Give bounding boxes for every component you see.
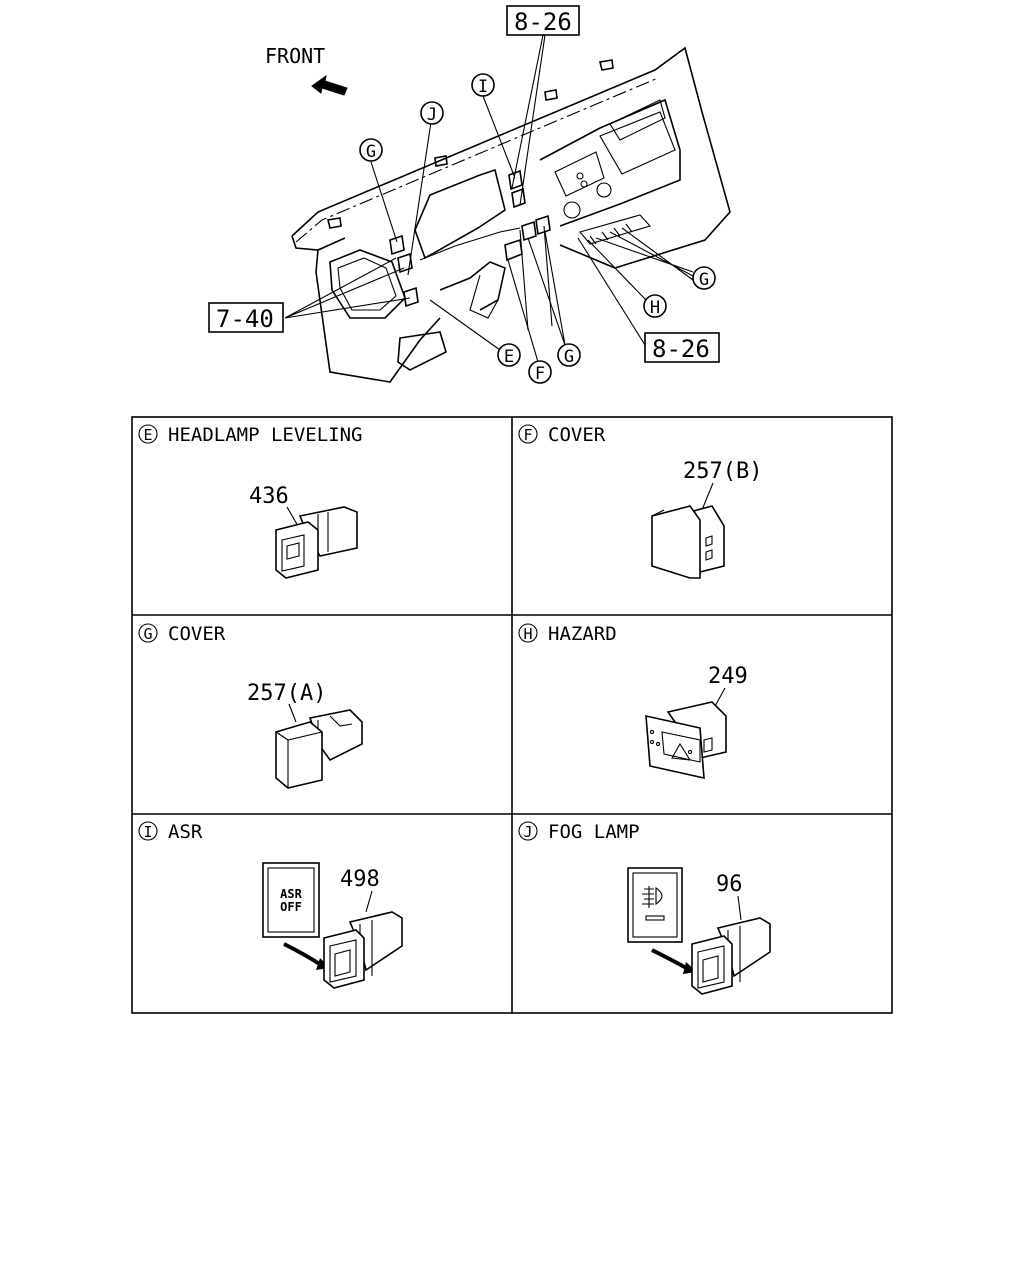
panel-title: HAZARD <box>548 623 617 645</box>
asr-switch-text-line1: ASR <box>280 887 302 901</box>
svg-text:G: G <box>699 270 709 290</box>
ref-label-left: 7-40 <box>216 305 274 333</box>
panel-title: HEADLAMP LEVELING <box>168 424 362 446</box>
callout-i[interactable]: I <box>471 73 495 97</box>
svg-text:E: E <box>143 426 152 444</box>
panel-title: FOG LAMP <box>548 821 640 843</box>
callout-g-right[interactable]: G <box>692 266 716 290</box>
callout-g-top[interactable]: G <box>359 138 383 162</box>
parts-table <box>131 416 893 1014</box>
panel-title: ASR <box>168 821 203 843</box>
ref-box-top[interactable]: 8-26 <box>506 5 580 36</box>
ref-label-top: 8-26 <box>514 8 572 36</box>
front-label: FRONT <box>265 44 325 68</box>
svg-text:F: F <box>523 426 532 444</box>
part-number: 249 <box>708 664 748 689</box>
svg-text:I: I <box>143 823 152 841</box>
front-arrow-icon <box>311 74 348 96</box>
part-number: 498 <box>340 867 380 892</box>
panel-letter-circle <box>518 821 538 841</box>
headlamp-leveling-switch-icon <box>275 506 358 579</box>
asr-switch-text-line2: OFF <box>280 900 302 914</box>
ref-label-right: 8-26 <box>652 335 710 363</box>
panel-title: COVER <box>548 424 606 446</box>
ref-box-right[interactable]: 8-26 <box>644 332 720 363</box>
svg-text:H: H <box>650 298 660 318</box>
panel-letter-circle <box>518 623 538 643</box>
svg-text:F: F <box>535 364 545 384</box>
panel-fog-lamp[interactable]: J FOG LAMP 96 <box>518 821 771 995</box>
cover-blank-b-icon <box>651 505 725 579</box>
svg-text:J: J <box>427 105 437 125</box>
ref-box-left[interactable]: 7-40 <box>208 302 284 333</box>
fog-lamp-label-icon <box>627 867 683 943</box>
panel-letter-circle <box>518 424 538 444</box>
panel-cover-b[interactable]: F COVER 257(B) <box>518 424 762 579</box>
asr-off-label-icon: ASR OFF <box>262 862 320 938</box>
panel-letter-circle <box>138 821 158 841</box>
panel-headlamp-leveling[interactable]: E HEADLAMP LEVELING 436 <box>138 424 362 579</box>
leader-lines <box>284 34 694 363</box>
callout-h[interactable]: H <box>643 294 667 318</box>
part-number: 436 <box>249 484 289 509</box>
callout-f[interactable]: F <box>528 360 552 384</box>
dashboard-body <box>291 46 731 383</box>
callout-e[interactable]: E <box>497 343 521 367</box>
dashboard-overview: FRONT 8-26 7-40 8-26 <box>208 5 731 384</box>
panel-asr[interactable]: I ASR 498 ASR OFF <box>138 821 403 989</box>
svg-text:G: G <box>143 625 152 643</box>
fog-lamp-switch-icon <box>691 917 771 995</box>
svg-text:J: J <box>523 823 532 841</box>
callout-j[interactable]: J <box>420 101 444 125</box>
svg-text:E: E <box>504 347 514 367</box>
svg-text:G: G <box>366 142 376 162</box>
part-number: 96 <box>716 872 743 897</box>
svg-text:I: I <box>478 77 488 97</box>
asr-switch-icon <box>323 911 403 989</box>
panel-hazard[interactable]: H HAZARD 249 <box>518 623 748 780</box>
panel-cover-a[interactable]: G COVER 257(A) <box>138 623 363 789</box>
panel-letter-circle <box>138 424 158 444</box>
part-number: 257(A) <box>247 681 326 706</box>
cover-blank-a-icon <box>275 709 363 789</box>
callout-g-bottom[interactable]: G <box>557 343 581 367</box>
part-number: 257(B) <box>683 459 762 484</box>
svg-text:G: G <box>564 347 574 367</box>
svg-text:H: H <box>523 625 532 643</box>
panel-title: COVER <box>168 623 226 645</box>
panel-letter-circle <box>138 623 158 643</box>
hazard-switch-icon <box>645 701 727 780</box>
